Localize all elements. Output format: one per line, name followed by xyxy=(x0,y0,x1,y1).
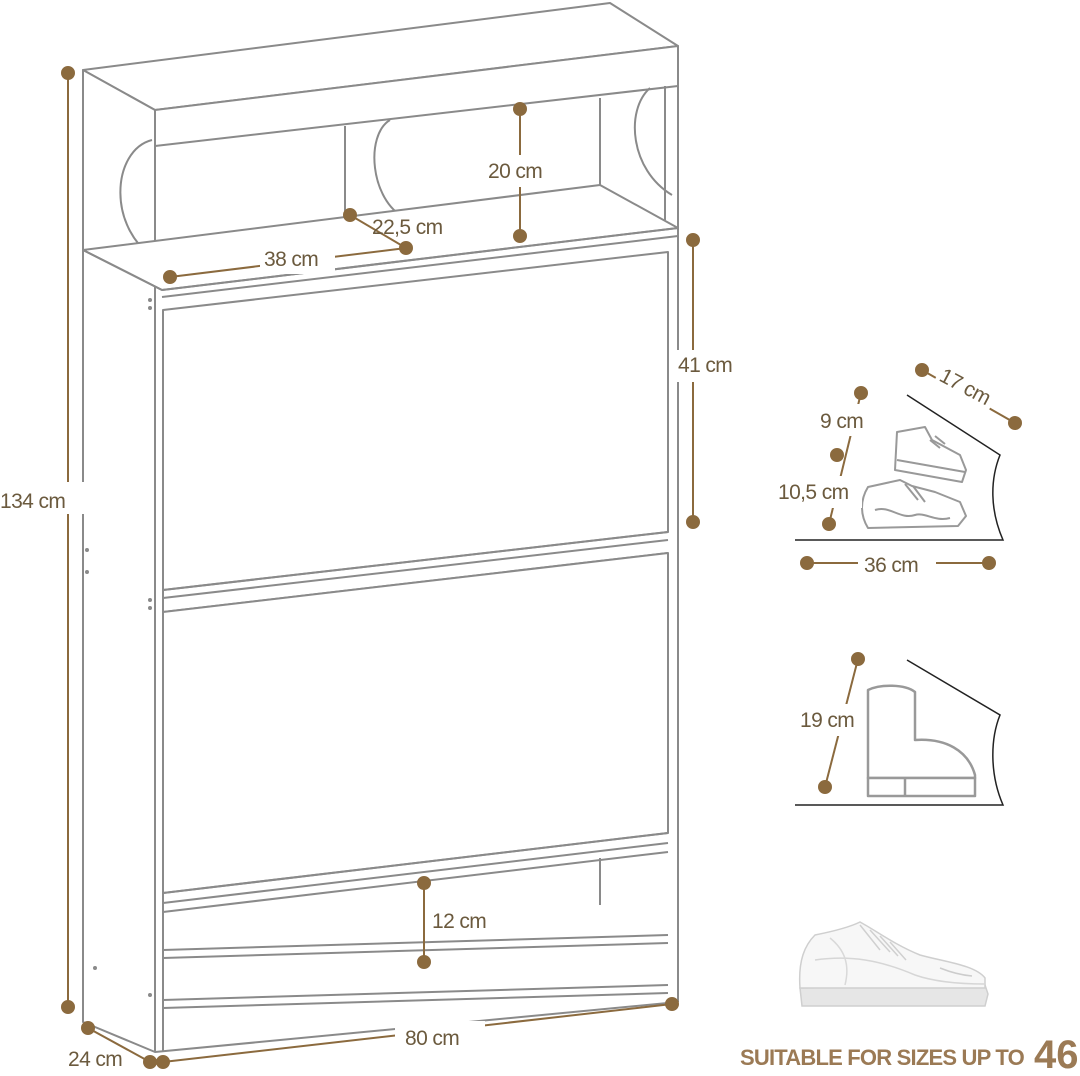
label-flap-height: 41 cm xyxy=(678,354,732,377)
dimension-dot xyxy=(513,102,527,116)
dimension-dot xyxy=(818,780,832,794)
size-caption: SUITABLE FOR SIZES UP TO xyxy=(740,1045,1025,1070)
dimension-dot xyxy=(143,1055,157,1069)
dimension-dot xyxy=(686,515,700,529)
label-width: 80 cm xyxy=(405,1027,459,1050)
dimension-dot xyxy=(513,229,527,243)
shoe-compartment-detail: 17 cm 9 cm 10,5 cm 36 cm xyxy=(778,357,1022,579)
left-side-panel xyxy=(82,69,156,1053)
dimension-dot xyxy=(686,233,700,247)
dimension-dot xyxy=(851,652,865,666)
dimension-dot xyxy=(800,556,814,570)
label-height-total: 134 cm xyxy=(0,490,65,513)
dimension-dot xyxy=(830,448,844,462)
dimension-dot xyxy=(343,208,357,222)
dimension-dot xyxy=(61,1000,75,1014)
label-inner-width: 38 cm xyxy=(264,248,318,271)
sneaker-icon xyxy=(894,426,967,483)
dimension-dot xyxy=(163,270,177,284)
right-cutout-curve xyxy=(633,87,673,196)
label-depth: 24 cm xyxy=(68,1048,122,1071)
white-sneaker-image xyxy=(798,921,989,1007)
dimension-dot xyxy=(1008,416,1022,430)
label-top-depth: 22,5 cm xyxy=(372,216,443,239)
dimension-dot xyxy=(417,876,431,890)
running-shoe-icon xyxy=(861,479,967,529)
depth-dimension-line xyxy=(87,1027,151,1063)
boot-compartment-outline xyxy=(795,659,1005,806)
top-depth-dimension-line xyxy=(349,214,407,249)
dimension-dot xyxy=(156,1055,170,1069)
boot-compartment-detail: 19 cm xyxy=(795,652,1005,806)
label-top-height: 20 cm xyxy=(488,160,542,183)
label-boot-height: 19 cm xyxy=(800,709,854,732)
dimension-dot xyxy=(854,386,868,400)
dimension-dot xyxy=(417,955,431,969)
label-lower-shoe-height: 10,5 cm xyxy=(778,481,849,504)
label-compartment-length: 36 cm xyxy=(864,554,918,577)
dimension-dot xyxy=(665,997,679,1011)
max-size-value: 46 xyxy=(1034,1033,1079,1071)
dimension-dot xyxy=(81,1021,95,1035)
compartment-outline xyxy=(795,394,1005,541)
dimension-dot xyxy=(982,556,996,570)
dimension-dot xyxy=(822,517,836,531)
label-upper-shoe-height: 9 cm xyxy=(820,410,863,433)
dimension-dot xyxy=(61,66,75,80)
shoe-cabinet-drawing xyxy=(82,2,679,1053)
upper-flap-door xyxy=(162,251,669,591)
middle-cutout-curve xyxy=(373,119,406,219)
dimension-dot xyxy=(915,363,929,377)
boot-icon xyxy=(866,684,977,798)
label-bottom-height: 12 cm xyxy=(432,910,486,933)
